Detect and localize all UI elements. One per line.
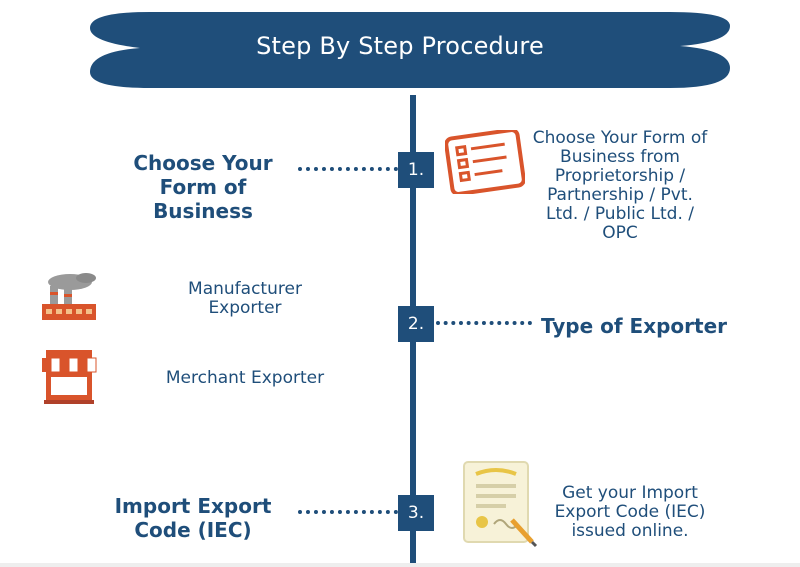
step-1-desc-line: Ltd. / Public Ltd. /: [545, 204, 695, 224]
step-3-connector: [298, 510, 398, 514]
certificate-icon: [463, 461, 538, 548]
factory-icon: [42, 273, 96, 320]
merchant-exporter-label: Merchant Exporter: [140, 369, 350, 388]
step-1-desc-line: Proprietorship /: [554, 166, 686, 186]
step-1-desc-line: OPC: [602, 223, 638, 243]
step-1-connector: [298, 167, 398, 171]
page-title: Step By Step Procedure: [256, 32, 544, 60]
step-3-number: 3.: [398, 495, 434, 531]
step-1-number: 1.: [398, 152, 434, 188]
step-3-desc-line: issued online.: [571, 521, 689, 541]
step-3-title-line2: Code (IEC): [134, 518, 252, 542]
step-2-number: 2.: [398, 306, 434, 342]
step-3-title-line1: Import Export: [114, 494, 272, 518]
shop-icon: [42, 350, 97, 404]
step-3-title: Import Export Code (IEC): [102, 494, 284, 542]
step-2-title: Type of Exporter: [541, 314, 728, 338]
step-1-desc-line: Business from: [560, 147, 680, 167]
step-2-connector: [436, 321, 532, 325]
step-1-desc-line: Partnership / Pvt.: [547, 185, 693, 205]
step-1-title-line2: Form of Business: [153, 175, 253, 223]
option-label-line: Exporter: [208, 298, 282, 318]
step-3-description: Get your Import Export Code (IEC) issued…: [530, 484, 730, 541]
step-1-title-line1: Choose Your: [133, 151, 273, 175]
manufacturer-exporter-label: Manufacturer Exporter: [165, 280, 325, 318]
banner-shape: [90, 12, 730, 88]
option-label-line: Merchant Exporter: [165, 368, 325, 388]
step-1-title: Choose Your Form of Business: [118, 151, 288, 223]
option-label-line: Manufacturer: [188, 279, 302, 299]
step-1-description: Choose Your Form of Business from Propri…: [520, 129, 720, 243]
form-checklist-icon: [445, 130, 525, 194]
step-1-desc-line: Choose Your Form of: [532, 128, 708, 148]
step-3-desc-line: Get your Import: [562, 483, 698, 503]
divider: [0, 563, 800, 567]
step-3-desc-line: Export Code (IEC): [554, 502, 706, 522]
